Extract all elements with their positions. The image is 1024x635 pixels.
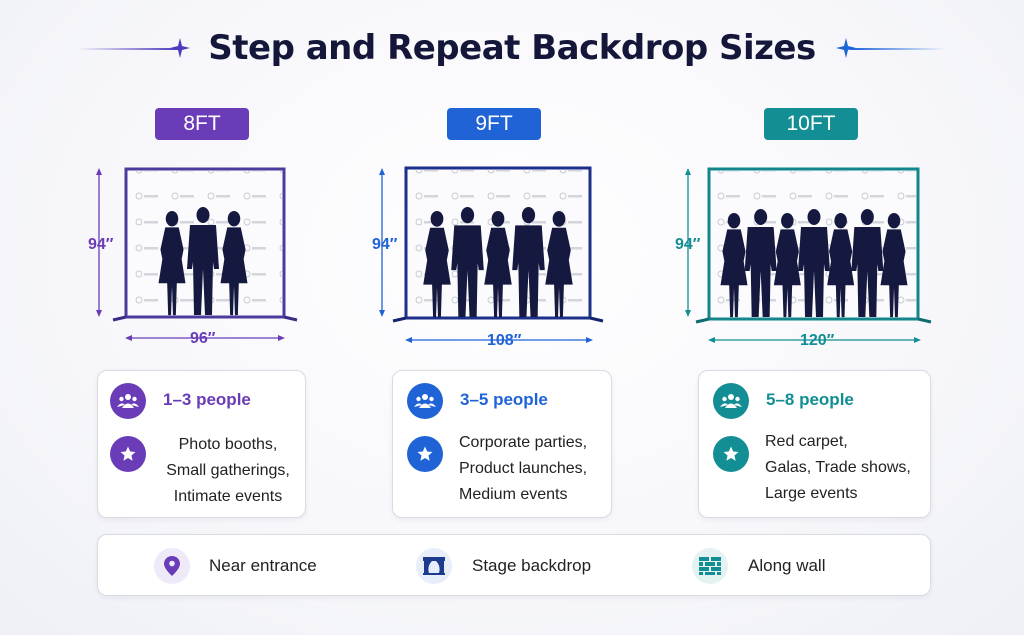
page-title: Step and Repeat Backdrop Sizes (208, 28, 816, 68)
size-badge-10ft: 10FT (764, 108, 858, 140)
woman-silhouette (220, 211, 248, 316)
backdrop-frame-9ft (379, 166, 604, 343)
man-silhouette (798, 209, 830, 317)
placement-label: Near entrance (209, 556, 317, 575)
event-types: Corporate parties, Product launches, Med… (459, 434, 588, 503)
woman-silhouette (545, 211, 573, 318)
height-label-8ft: 94″ (88, 236, 114, 253)
star-icon (110, 436, 146, 472)
size-badge-9ft: 9FT (447, 108, 541, 140)
man-silhouette (512, 207, 545, 317)
height-label-10ft: 94′′ (675, 236, 701, 253)
header: Step and Repeat Backdrop Sizes (0, 24, 1024, 74)
stage-curtain-icon (416, 548, 452, 584)
people-count-label: 3–5 people (460, 390, 548, 409)
backdrop-frame-8ft (96, 167, 298, 341)
woman-silhouette (773, 213, 801, 318)
location-pin-icon (154, 548, 190, 584)
woman-silhouette (158, 211, 186, 316)
star-icon (407, 436, 443, 472)
people-silhouettes (423, 207, 573, 318)
people-silhouettes (158, 207, 248, 316)
info-card-8ft: 1–3 people Photo booths, Small gathering… (97, 370, 306, 518)
sparkle-icon (836, 38, 856, 58)
man-silhouette (451, 207, 484, 317)
man-silhouette (744, 209, 777, 317)
woman-silhouette (484, 211, 512, 318)
man-silhouette (851, 209, 884, 317)
group-icon (713, 383, 749, 419)
people-count-label: 1–3 people (163, 390, 251, 409)
woman-silhouette (827, 213, 855, 318)
width-label-8ft: 96″ (190, 330, 216, 347)
brick-wall-icon (692, 548, 728, 584)
title-divider-left (78, 48, 178, 50)
event-types: Photo booths, Small gatherings, Intimate… (166, 436, 290, 505)
people-count-label: 5–8 people (766, 390, 854, 409)
group-icon (407, 383, 443, 419)
placement-label: Stage backdrop (472, 556, 592, 575)
man-silhouette (187, 207, 219, 315)
woman-silhouette (423, 211, 451, 318)
placement-label: Along wall (748, 556, 826, 575)
width-label-9ft: 108″ (487, 332, 522, 349)
people-silhouettes (720, 209, 908, 318)
height-label-9ft: 94″ (372, 236, 398, 253)
group-icon (110, 383, 146, 419)
event-types: Red carpet, Galas, Trade shows, Large ev… (765, 433, 911, 502)
backdrop-frame-10ft (685, 167, 932, 343)
placement-bar: Near entrance Stage backdrop Along wall (97, 534, 931, 596)
width-label-10ft: 120′′ (800, 332, 835, 349)
sparkle-icon (170, 38, 190, 58)
woman-silhouette (880, 213, 908, 318)
info-card-9ft: 3–5 people Corporate parties, Product la… (392, 370, 612, 518)
info-card-10ft: 5–8 people Red carpet, Galas, Trade show… (698, 370, 931, 518)
woman-silhouette (720, 213, 748, 318)
title-divider-right (850, 48, 945, 50)
size-badge-8ft: 8FT (155, 108, 249, 140)
star-icon (713, 436, 749, 472)
